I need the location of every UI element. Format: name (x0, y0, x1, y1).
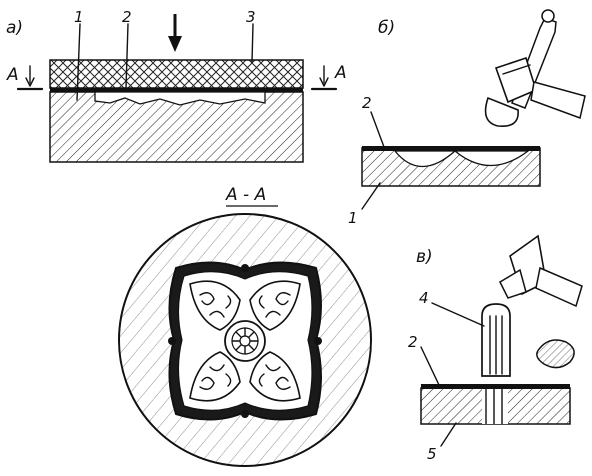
section-mark-right: А (334, 63, 347, 83)
relief-cavity (94, 91, 266, 106)
callout-leader-b2 (370, 111, 385, 148)
ornament-plate (168, 261, 322, 421)
section-marker-right (310, 65, 338, 91)
panel-a-label: а) (6, 18, 23, 38)
metal-sheet (50, 88, 303, 92)
panel-b: б) 2 1 (348, 9, 586, 227)
callout-2: 2 (122, 8, 132, 26)
section-mark-left: А (6, 65, 19, 85)
force-arrow-icon (168, 14, 182, 52)
sheet-on-die (362, 146, 540, 151)
callout-b2: 2 (362, 94, 372, 112)
callout-leader-v5 (440, 422, 457, 447)
callout-leader-2 (125, 23, 129, 89)
panel-b-label: б) (378, 18, 395, 38)
hammer-head-icon (499, 234, 583, 308)
punch-tool (481, 303, 511, 377)
panel-v: в) 4 2 5 (408, 234, 583, 463)
panel-a: а) 1 2 3 А А (6, 8, 347, 163)
callout-leader-b1 (361, 182, 381, 210)
callout-leader-v2 (420, 346, 440, 386)
die-cavity-right (453, 150, 530, 167)
callout-leader-3 (251, 23, 254, 63)
section-title: А - А (225, 185, 266, 205)
section-view: А - А (118, 185, 372, 467)
punch-cross-section (536, 339, 575, 369)
callout-v4: 4 (419, 289, 429, 307)
hammer-icon (484, 9, 586, 127)
callout-leader-1 (76, 23, 81, 101)
callout-1: 1 (74, 8, 84, 26)
callout-3: 3 (246, 8, 256, 26)
callout-v5: 5 (427, 445, 437, 463)
section-marker-left (16, 65, 44, 91)
panel-v-label: в) (416, 247, 433, 267)
callout-leader-v4 (431, 302, 485, 327)
top-crosshatch-layer (49, 59, 304, 89)
callout-b1: 1 (348, 209, 358, 227)
callout-v2: 2 (408, 333, 418, 351)
sheet-on-block (421, 384, 570, 389)
